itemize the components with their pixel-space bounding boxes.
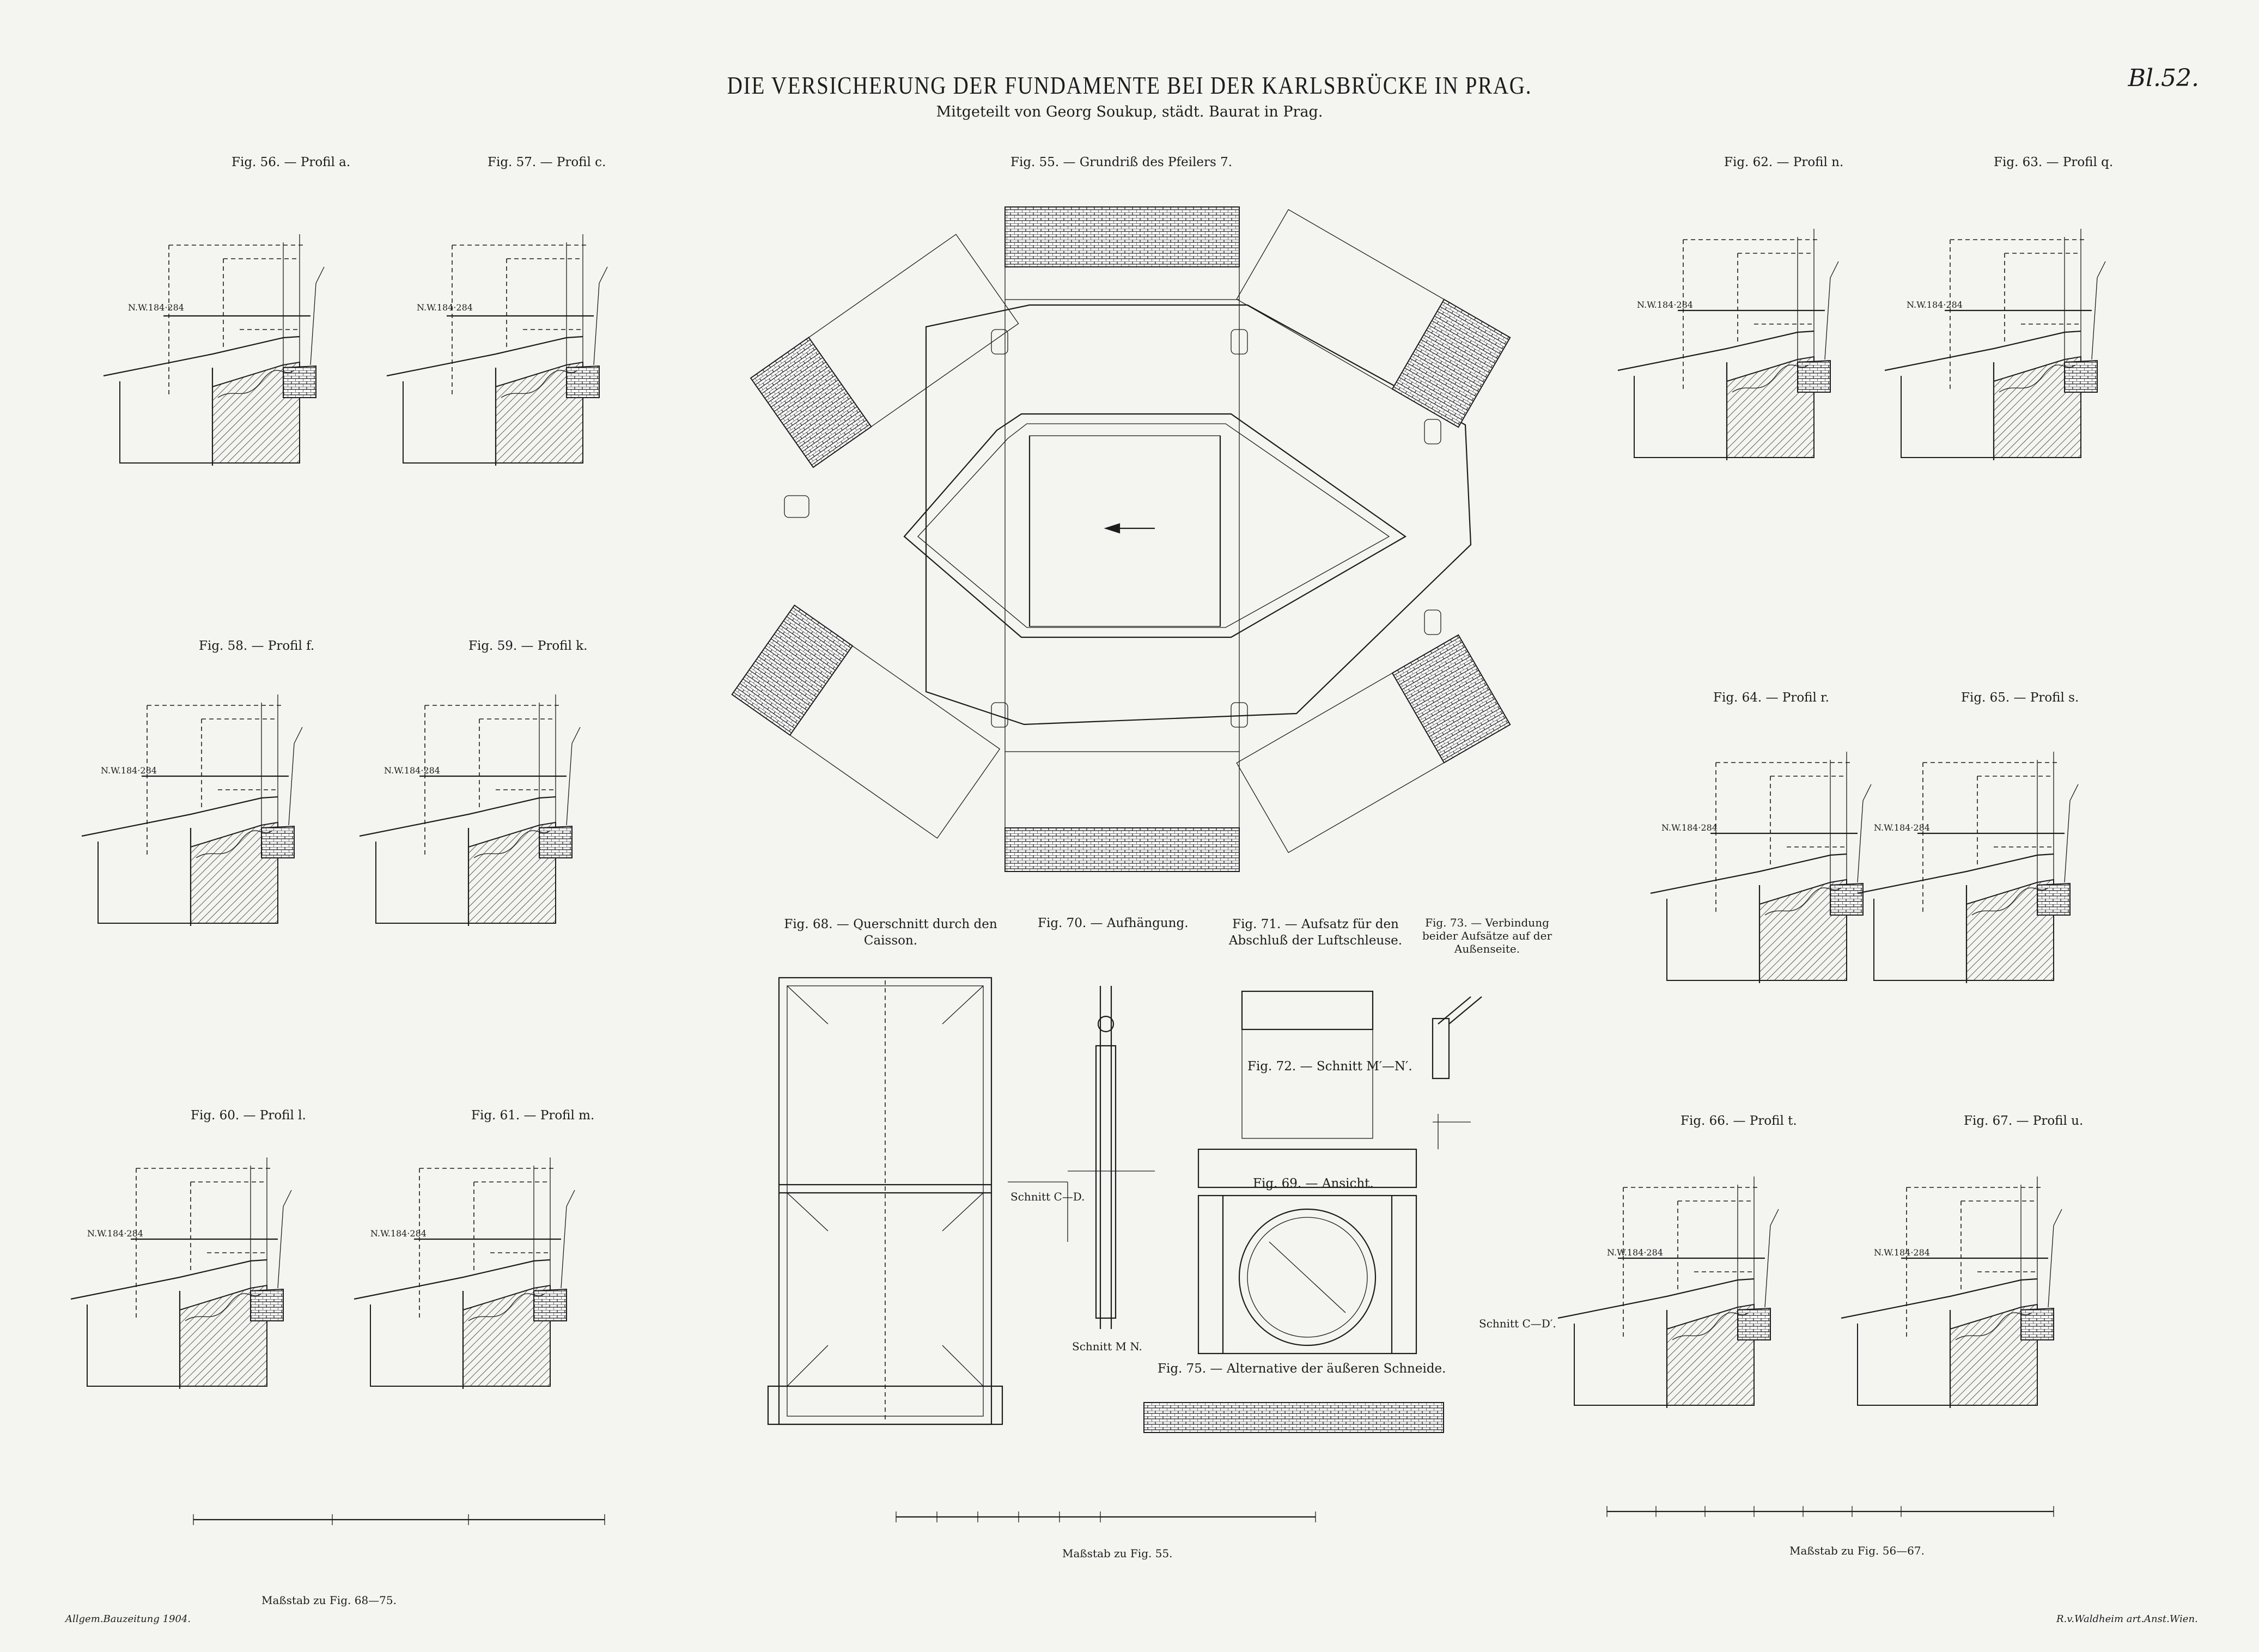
profile-m — [353, 1156, 576, 1390]
profile-r — [1649, 751, 1872, 984]
label-schnitt-mn: Schnitt M N. — [1072, 1340, 1142, 1353]
profile-t — [1557, 1175, 1780, 1409]
nw-label: N.W.184·284 — [417, 302, 473, 313]
nw-label: N.W.184·284 — [1661, 822, 1718, 833]
nw-label: N.W.184·284 — [1637, 300, 1693, 310]
nw-label: N.W.184·284 — [1874, 822, 1930, 833]
profile-c — [386, 233, 608, 467]
caption-fig61: Fig. 61. — Profil m. — [471, 1108, 595, 1123]
sheet-title: DIE VERSICHERUNG DER FUNDAMENTE BEI DER … — [727, 71, 1532, 99]
caption-fig75: Fig. 75. — Alternative der äußeren Schne… — [1158, 1362, 1446, 1376]
nw-label: N.W.184·284 — [1607, 1247, 1663, 1258]
caption-fig57: Fig. 57. — Profil c. — [488, 155, 606, 169]
nw-label: N.W.184·284 — [384, 765, 440, 776]
nw-label: N.W.184·284 — [128, 302, 184, 313]
profile-a — [102, 233, 325, 467]
pier-ground-plan — [731, 206, 1511, 872]
caisson-section — [767, 977, 1003, 1425]
caption-fig60: Fig. 60. — Profil l. — [191, 1108, 306, 1123]
caption-fig66: Fig. 66. — Profil t. — [1680, 1114, 1797, 1128]
footer-publication: Allgem.Bauzeitung 1904. — [65, 1613, 191, 1625]
nw-label: N.W.184·284 — [101, 765, 157, 776]
profile-q — [1884, 228, 2106, 461]
profile-s — [1856, 751, 2079, 984]
caption-fig70: Fig. 70. — Aufhängung. — [1038, 916, 1189, 930]
caption-fig72: Fig. 72. — Schnitt M′—N′. — [1247, 1059, 1412, 1074]
nw-label: N.W.184·284 — [1907, 300, 1963, 310]
caption-fig55: Fig. 55. — Grundriß des Pfeilers 7. — [1010, 155, 1233, 169]
scale-left-label: Maßstab zu Fig. 68—75. — [261, 1594, 397, 1607]
caption-fig68: Fig. 68. — Querschnitt durch den Caisson… — [784, 917, 997, 948]
profile-f — [81, 693, 303, 927]
scale-bar-right — [1606, 1506, 2054, 1517]
scale-bar-left — [193, 1514, 605, 1525]
profile-n — [1617, 228, 1840, 461]
label-schnitt-cd: Schnitt C—D. — [1010, 1190, 1085, 1203]
footer-printer: R.v.Waldheim art.Anst.Wien. — [2056, 1613, 2198, 1625]
caption-fig63: Fig. 63. — Profil q. — [1994, 155, 2114, 169]
airlock-attachment — [1197, 990, 1417, 1355]
caption-fig59: Fig. 59. — Profil k. — [468, 639, 588, 653]
sheet-number: Bl.52. — [2128, 64, 2199, 92]
profile-k — [358, 693, 581, 927]
caption-fig58: Fig. 58. — Profil f. — [199, 639, 315, 653]
nw-label: N.W.184·284 — [1874, 1247, 1930, 1258]
caption-fig56: Fig. 56. — Profil a. — [232, 155, 351, 169]
label-schnitt-cd2: Schnitt C—D′. — [1479, 1317, 1556, 1330]
caption-fig62: Fig. 62. — Profil n. — [1724, 155, 1844, 169]
scale-right-label: Maßstab zu Fig. 56—67. — [1789, 1544, 1925, 1557]
caption-fig67: Fig. 67. — Profil u. — [1964, 1114, 2084, 1128]
connection-detail — [1432, 996, 1482, 1149]
scale-bar-center — [896, 1511, 1316, 1522]
nw-label: N.W.184·284 — [87, 1228, 143, 1239]
profile-u — [1840, 1175, 2063, 1409]
caption-fig69: Fig. 69. — Ansicht. — [1253, 1176, 1374, 1191]
scale-center-label: Maßstab zu Fig. 55. — [1062, 1547, 1173, 1560]
caption-fig73: Fig. 73. — Verbindung beider Aufsätze au… — [1422, 916, 1552, 955]
suspension-detail — [1008, 986, 1155, 1329]
profile-l — [70, 1156, 293, 1390]
caption-fig64: Fig. 64. — Profil r. — [1713, 691, 1829, 705]
caption-fig65: Fig. 65. — Profil s. — [1961, 691, 2079, 705]
cutting-edge-alternative — [1143, 1402, 1444, 1433]
nw-label: N.W.184·284 — [370, 1228, 427, 1239]
caption-fig71: Fig. 71. — Aufsatz für den Abschluß der … — [1228, 917, 1403, 948]
sheet-subtitle: Mitgeteilt von Georg Soukup, städt. Baur… — [936, 103, 1323, 120]
